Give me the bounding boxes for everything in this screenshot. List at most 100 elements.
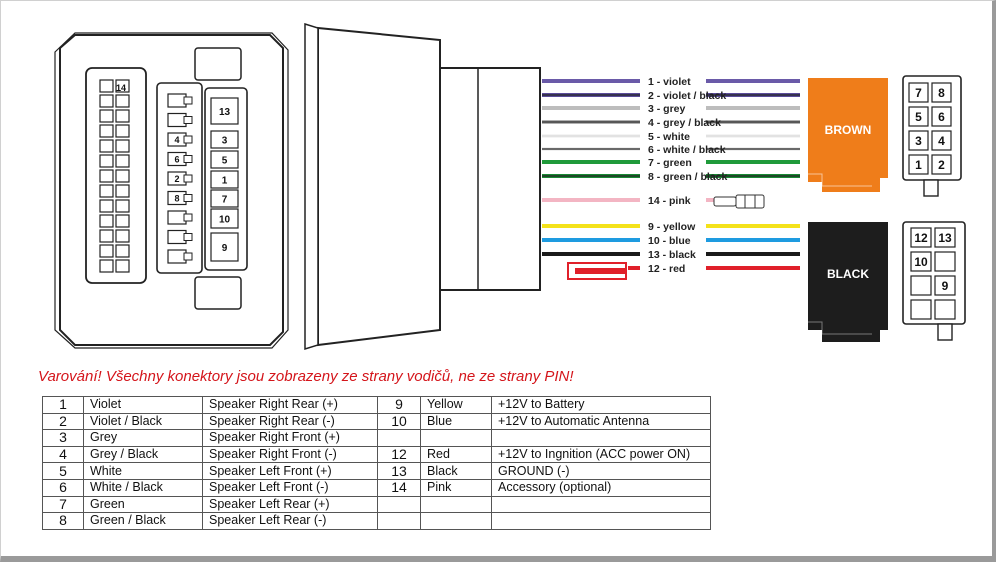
pin-label: 12 xyxy=(914,231,928,245)
wire-label: 9 - yellow xyxy=(648,221,696,233)
table-cell: Violet / Black xyxy=(83,412,203,431)
table-cell: Accessory (optional) xyxy=(491,478,711,497)
pin-cavity xyxy=(115,94,130,108)
pin-latch xyxy=(183,233,193,241)
pin-cavity xyxy=(210,130,239,149)
pin-cavity xyxy=(115,124,130,138)
table-cell: 7 xyxy=(42,495,84,514)
table-cell: 10 xyxy=(377,412,421,431)
pin-label: 2 xyxy=(174,174,179,184)
pin-cavity xyxy=(99,244,114,258)
table-cell xyxy=(377,495,421,514)
table-cell: Yellow xyxy=(420,396,492,414)
pin-cavity xyxy=(908,106,929,127)
pin-label: 13 xyxy=(219,107,231,118)
pink-bullet-connector xyxy=(713,194,765,209)
pin-cavity xyxy=(115,154,130,168)
pin-cavity xyxy=(908,82,929,103)
table-cell: 5 xyxy=(42,462,84,480)
table-cell xyxy=(377,429,421,447)
red-terminal xyxy=(567,262,627,280)
pin-label: 10 xyxy=(914,255,928,269)
wire: 14 - pink xyxy=(542,195,714,207)
pin-cavity xyxy=(931,106,952,127)
pin-cavity xyxy=(931,154,952,175)
pin-label: 7 xyxy=(915,86,922,100)
table-cell: Black xyxy=(420,462,492,480)
pin-cavity xyxy=(99,154,114,168)
pin-label: 1 xyxy=(915,158,922,172)
pin-cavity xyxy=(931,82,952,103)
pin-cavity xyxy=(115,244,130,258)
wire-label: 5 - white xyxy=(648,131,690,143)
pin-cavity xyxy=(99,94,114,108)
black-plug-label: BLACK xyxy=(827,267,869,281)
wire: 4 - grey / black xyxy=(542,117,800,129)
table-cell: 12 xyxy=(377,445,421,464)
pin-label: 3 xyxy=(915,134,922,148)
table-cell: Pink xyxy=(420,478,492,497)
wire: 7 - green xyxy=(542,157,800,169)
pin-latch xyxy=(183,155,193,163)
pin-latch xyxy=(183,96,193,105)
connector-side-view xyxy=(304,22,541,351)
pin-latch xyxy=(183,252,193,261)
pin-label: 5 xyxy=(222,156,228,167)
table-cell: Grey / Black xyxy=(83,445,203,464)
wire: 5 - white xyxy=(542,131,800,143)
pin-label: 1 xyxy=(222,176,228,187)
plug-edge xyxy=(808,173,872,187)
pin-label: 8 xyxy=(938,86,945,100)
pin-cavity xyxy=(210,150,239,169)
pin-cavity xyxy=(931,130,952,151)
table-cell: 8 xyxy=(42,512,84,530)
wire: 6 - white / black xyxy=(542,144,800,156)
table-cell xyxy=(420,429,492,447)
pin-cavity xyxy=(115,139,130,153)
wire: 12 - red xyxy=(628,263,800,275)
pin-label: 5 xyxy=(915,110,922,124)
wire-label: 10 - blue xyxy=(648,235,691,247)
warning-text: Varování! Všechny konektory jsou zobraze… xyxy=(38,368,574,385)
pin-latch xyxy=(183,194,193,202)
pin-cavity xyxy=(99,199,114,213)
wire: 10 - blue xyxy=(542,235,800,247)
wire-label: 6 - white / black xyxy=(648,144,726,156)
pin-cavity xyxy=(99,184,114,198)
wire: 1 - violet xyxy=(542,76,800,88)
pin-label: 6 xyxy=(938,110,945,124)
table-cell: White / Black xyxy=(83,478,203,497)
table-cell xyxy=(491,512,711,530)
wire-label: 1 - violet xyxy=(648,76,691,88)
pin-cavity xyxy=(115,109,130,123)
pin-label: 9 xyxy=(942,279,949,293)
pin-cavity xyxy=(210,189,239,208)
pin-cavity xyxy=(115,184,130,198)
table-cell: Speaker Left Rear (+) xyxy=(202,495,378,514)
pin-latch xyxy=(183,174,193,183)
table-cell: Speaker Left Front (-) xyxy=(202,478,378,497)
table-cell: +12V to Ingnition (ACC power ON) xyxy=(491,445,711,464)
pin-label: 3 xyxy=(222,136,228,147)
pin-cavity xyxy=(99,259,114,273)
table-cell xyxy=(491,495,711,514)
pin-label: 6 xyxy=(174,155,179,165)
brown-plug: BROWN xyxy=(808,78,888,192)
wire-label: 3 - grey xyxy=(648,103,686,115)
pin-label: 9 xyxy=(222,243,228,254)
table-cell xyxy=(420,495,492,514)
pin-cavity xyxy=(99,79,114,93)
wire: 8 - green / black xyxy=(542,171,800,183)
wire-label: 13 - black xyxy=(648,249,696,261)
pin-cavity xyxy=(908,154,929,175)
table-cell: Speaker Right Front (-) xyxy=(202,445,378,464)
brown-plug-label: BROWN xyxy=(825,123,872,137)
